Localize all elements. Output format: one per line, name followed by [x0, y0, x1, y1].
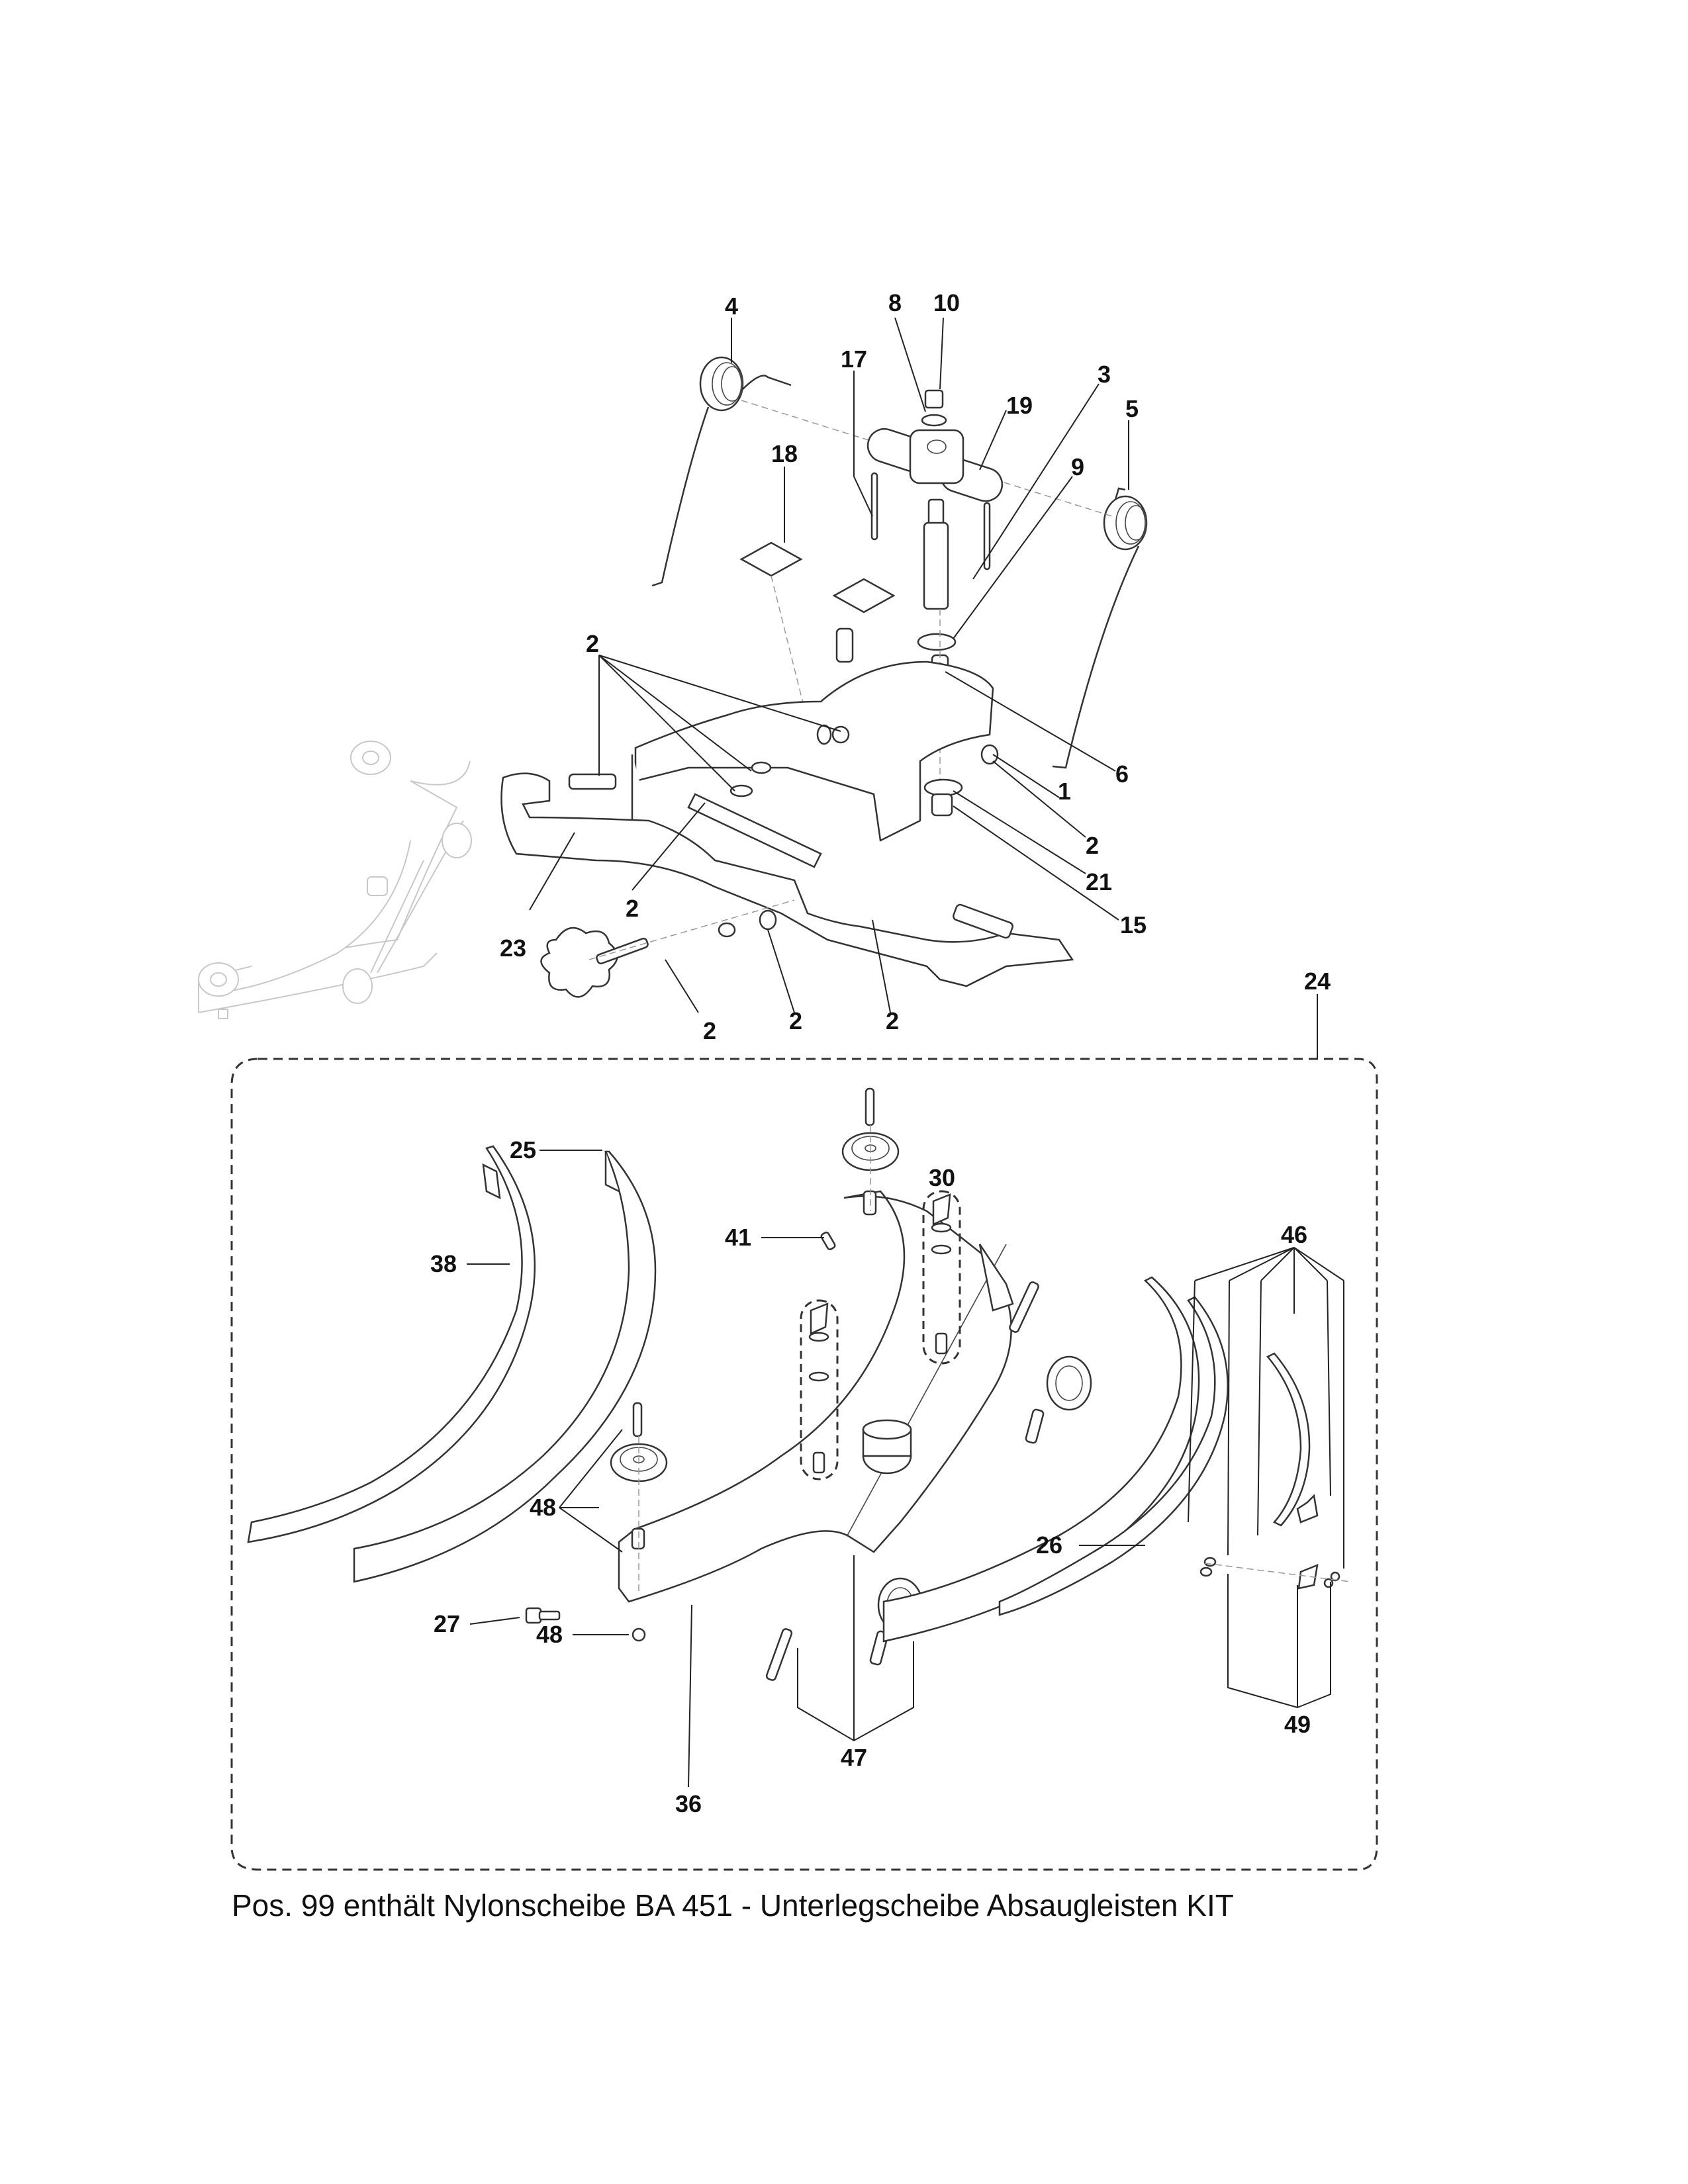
nut[interactable] [632, 1627, 646, 1642]
callout-25[interactable]: 25 [510, 1136, 536, 1163]
callout-27[interactable]: 27 [434, 1610, 460, 1637]
callout-21[interactable]: 21 [1086, 868, 1112, 895]
callout-6[interactable]: 6 [1115, 760, 1129, 788]
callout-36[interactable]: 36 [675, 1790, 702, 1817]
leader-lines-kit [467, 1150, 1344, 1788]
callout-8[interactable]: 8 [888, 289, 902, 316]
cable-tie-mount[interactable] [739, 541, 803, 577]
base-plate[interactable] [500, 772, 1074, 987]
callout-labels-kit: 25 38 41 30 46 26 48 27 48 36 47 49 [430, 1136, 1311, 1817]
ghost-squeegee-reference [198, 741, 472, 1019]
squeegee-blade-26[interactable] [882, 1276, 1200, 1643]
bolt[interactable] [765, 1628, 793, 1681]
washer[interactable] [751, 761, 772, 774]
fastener-set[interactable] [808, 1193, 952, 1474]
nut[interactable] [924, 389, 944, 409]
leader-lines-upper [529, 317, 1129, 1013]
callout-2[interactable]: 2 [886, 1007, 899, 1034]
callout-24[interactable]: 24 [1304, 968, 1331, 995]
callout-38[interactable]: 38 [430, 1250, 457, 1277]
callout-49[interactable]: 49 [1284, 1711, 1311, 1738]
washer[interactable] [729, 784, 753, 797]
callout-18[interactable]: 18 [771, 440, 798, 467]
end-clamp[interactable] [1199, 1494, 1340, 1590]
callout-46[interactable]: 46 [1281, 1221, 1307, 1248]
split-pin-left[interactable] [870, 472, 878, 541]
spacer[interactable] [931, 793, 953, 817]
squeegee-strip[interactable] [998, 1296, 1311, 1616]
washer[interactable] [921, 414, 947, 427]
squeegee-blade-front[interactable] [247, 1145, 536, 1543]
callout-2[interactable]: 2 [703, 1017, 716, 1044]
handle-grip-block[interactable] [864, 425, 1007, 506]
squeegee-frame[interactable] [618, 1190, 1014, 1603]
washer[interactable] [816, 724, 832, 745]
fastener-set-outline [800, 1299, 839, 1480]
callout-15[interactable]: 15 [1120, 911, 1147, 938]
callout-17[interactable]: 17 [841, 345, 867, 373]
wheel-upper[interactable] [1025, 1355, 1092, 1444]
star-knob[interactable] [540, 927, 649, 998]
callout-19[interactable]: 19 [1006, 392, 1033, 419]
callout-4[interactable]: 4 [725, 293, 738, 320]
pivot-shaft[interactable] [923, 498, 949, 610]
split-pin-right[interactable] [983, 502, 991, 570]
tie-rod[interactable] [687, 793, 822, 868]
squeegee-blade-rear[interactable] [353, 1150, 657, 1583]
callout-labels-upper: 4 8 10 17 3 19 5 18 9 2 6 1 2 21 15 23 2… [500, 289, 1147, 1044]
roller-top[interactable] [841, 1087, 900, 1216]
diagram-caption: Pos. 99 enthält Nylonscheibe BA 451 - Un… [232, 1888, 1234, 1923]
callout-5[interactable]: 5 [1125, 395, 1139, 422]
bolt[interactable] [953, 903, 1014, 939]
nut[interactable] [718, 922, 736, 938]
pin[interactable] [820, 1231, 836, 1251]
fastener-set-outline [922, 1190, 961, 1365]
callout-2[interactable]: 2 [586, 630, 599, 657]
callout-3[interactable]: 3 [1098, 361, 1111, 388]
callout-26[interactable]: 26 [1036, 1531, 1062, 1559]
callout-48[interactable]: 48 [536, 1621, 563, 1648]
torsion-spring-right[interactable] [1052, 487, 1148, 769]
torsion-spring-left[interactable] [651, 356, 792, 587]
mounting-plate[interactable] [634, 660, 994, 842]
callout-2[interactable]: 2 [789, 1007, 802, 1034]
callout-9[interactable]: 9 [1071, 453, 1084, 480]
washer[interactable] [917, 633, 957, 651]
cable-tie-mount[interactable] [832, 578, 896, 614]
callout-10[interactable]: 10 [933, 289, 960, 316]
callout-2[interactable]: 2 [626, 895, 639, 922]
callout-41[interactable]: 41 [725, 1224, 751, 1251]
kit-boundary [230, 1058, 1378, 1871]
roller-left[interactable] [610, 1402, 668, 1595]
bolt[interactable] [568, 773, 617, 790]
callout-47[interactable]: 47 [841, 1744, 867, 1771]
callout-23[interactable]: 23 [500, 934, 526, 962]
callout-48[interactable]: 48 [530, 1494, 556, 1521]
bushing[interactable] [835, 627, 854, 663]
callout-30[interactable]: 30 [929, 1164, 955, 1191]
upper-assembly [500, 356, 1148, 998]
callout-1[interactable]: 1 [1058, 778, 1071, 805]
knob-shaft [538, 1610, 561, 1621]
spacer[interactable] [759, 909, 777, 931]
callout-2[interactable]: 2 [1086, 832, 1099, 859]
squeegee-kit: 24 [230, 968, 1378, 1871]
nut[interactable] [980, 744, 999, 765]
bolt[interactable] [1009, 1281, 1039, 1333]
